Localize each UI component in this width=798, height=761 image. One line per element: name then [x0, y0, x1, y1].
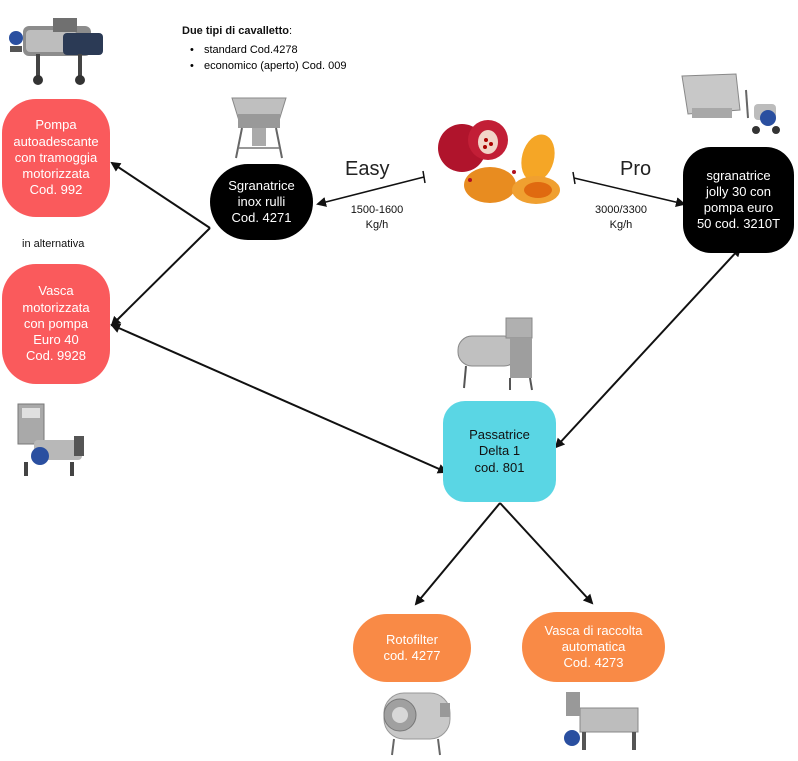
vasca-motorizzata-node: Vasca motorizzata con pompa Euro 40 Cod.… — [2, 264, 110, 384]
arrow-passatrice-to-rotofilter — [414, 502, 501, 606]
pro-rate-label: 3000/3300 Kg/h — [595, 204, 647, 231]
jolly-destemmer-image — [681, 73, 780, 134]
rotofilter-node: Rotofilter cod. 4277 — [353, 614, 471, 682]
arrow-to-pompa — [110, 161, 211, 229]
easy-label: Easy — [345, 158, 390, 180]
easy-connector — [316, 170, 426, 207]
passatrice-machine-image — [457, 317, 533, 391]
stand-type-item: economico (aperto) Cod. 009 — [190, 58, 346, 74]
stand-types-list: standard Cod.4278 economico (aperto) Cod… — [190, 42, 346, 74]
sgranatrice-jolly-node: sgranatrice jolly 30 con pompa euro 50 c… — [683, 147, 794, 253]
sgranatrice-rulli-node: Sgranatrice inox rulli Cod. 4271 — [210, 164, 313, 240]
stand-types-title: Due tipi di cavalletto: — [182, 25, 293, 37]
collection-tank-image — [564, 692, 639, 750]
pump-hopper-machine-image — [9, 18, 103, 85]
arrow-passatrice-to-vasca-raccolta — [499, 502, 594, 605]
easy-rate-label: 1500-1600 Kg/h — [350, 204, 404, 231]
roller-destemmer-image — [231, 97, 287, 159]
arrow-to-vasca-motorizzata — [110, 227, 211, 327]
in-alternativa-label: in alternativa — [22, 238, 85, 250]
fruit-image — [438, 120, 560, 204]
pro-connector — [572, 171, 686, 208]
vasca-raccolta-node: Vasca di raccolta automatica Cod. 4273 — [522, 612, 665, 682]
motorized-tank-image — [17, 403, 84, 476]
passatrice-delta-node: Passatrice Delta 1 cod. 801 — [443, 401, 556, 502]
pro-label: Pro — [620, 158, 652, 180]
rotofilter-image — [383, 692, 451, 756]
stand-type-item: standard Cod.4278 — [190, 42, 346, 58]
arrow-vasca-to-passatrice — [110, 323, 448, 474]
arrow-jolly-to-passatrice — [554, 246, 742, 449]
pompa-autoadescante-node: Pompa autoadescante con tramoggia motori… — [2, 99, 110, 217]
